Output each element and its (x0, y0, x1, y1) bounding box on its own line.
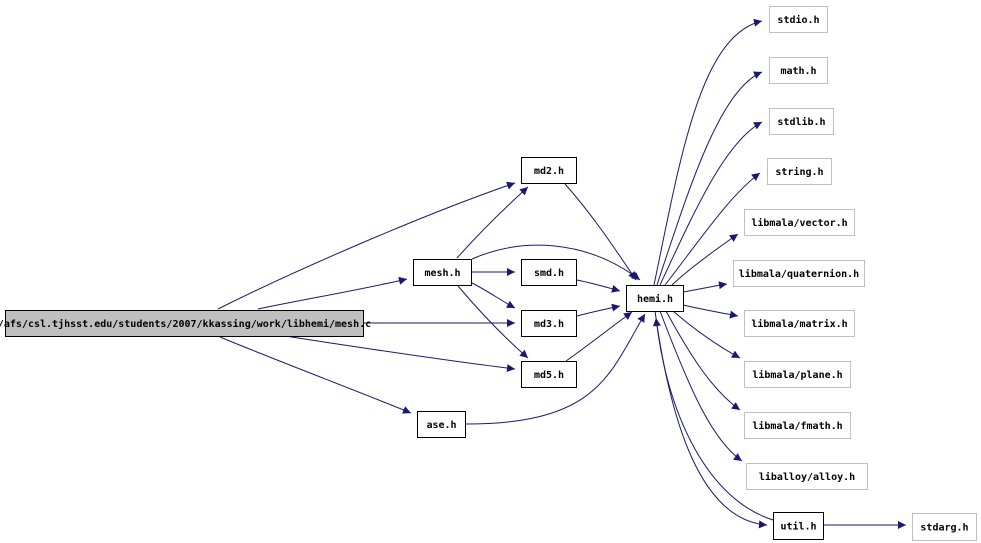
node-root[interactable]: /afs/csl.tjhsst.edu/students/2007/kkassi… (0, 310, 371, 337)
node-stdio: stdio.h (769, 6, 828, 33)
edge-hemi-to-plane (672, 310, 741, 359)
node-label-hemi: hemi.h (637, 293, 673, 305)
node-stdarg: stdarg.h (912, 513, 977, 541)
edge-mesh-to-hemi (471, 244, 641, 281)
edge-md2-to-hemi (564, 183, 637, 281)
node-label-matrix: libmala/matrix.h (751, 318, 847, 330)
node-label-root: /afs/csl.tjhsst.edu/students/2007/kkassi… (0, 318, 371, 330)
edge-smd-to-hemi (576, 279, 621, 293)
node-box-stdio (769, 6, 828, 33)
node-md3[interactable]: md3.h (521, 310, 577, 337)
node-mesh[interactable]: mesh.h (413, 259, 472, 286)
node-box-quaternion (733, 260, 865, 287)
node-alloy: liballoy/alloy.h (746, 463, 868, 490)
edge-mesh-to-md5 (457, 285, 529, 359)
edge-root-to-mesh (257, 276, 408, 310)
edge-hemi-to-stdlib (659, 121, 763, 286)
node-box-ase (417, 411, 466, 438)
node-box-md3 (521, 310, 577, 337)
edge-util-to-hemi (652, 317, 774, 521)
node-label-md2: md2.h (534, 166, 564, 177)
node-box-stdarg (912, 513, 977, 541)
edge-hemi-to-stdio (653, 18, 763, 286)
node-fmath: libmala/fmath.h (744, 412, 851, 439)
node-box-md5 (521, 361, 577, 388)
node-box-plane (744, 361, 851, 388)
edge-root-to-ase (219, 336, 412, 414)
node-label-math: math.h (780, 66, 816, 77)
edge-root-to-md2 (217, 181, 516, 310)
edge-hemi-to-fmath (665, 310, 741, 411)
node-util[interactable]: util.h (773, 512, 824, 540)
node-label-vector: libmala/vector.h (751, 217, 847, 229)
node-math: math.h (769, 57, 828, 84)
edge-hemi-to-string (664, 172, 761, 286)
edge-md5-to-hemi (565, 311, 633, 362)
node-stdlib: stdlib.h (769, 108, 834, 135)
node-label-md3: md3.h (534, 319, 564, 330)
node-label-mesh: mesh.h (424, 268, 460, 279)
node-label-string: string.h (775, 166, 823, 178)
node-md2[interactable]: md2.h (521, 157, 577, 184)
node-box-mesh (413, 259, 472, 286)
node-vector: libmala/vector.h (744, 209, 855, 236)
node-box-root (5, 310, 364, 337)
node-matrix: libmala/matrix.h (744, 310, 855, 337)
edge-mesh-to-md3 (471, 282, 516, 309)
node-md5[interactable]: md5.h (521, 361, 577, 388)
node-string: string.h (767, 158, 832, 185)
node-quaternion: libmala/quaternion.h (733, 260, 865, 287)
edge-hemi-to-matrix (682, 304, 739, 319)
node-label-md5: md5.h (534, 370, 564, 381)
nodes-layer: /afs/csl.tjhsst.edu/students/2007/kkassi… (0, 6, 977, 541)
edge-md3-to-hemi (576, 303, 621, 317)
edge-mesh-to-md2 (456, 186, 529, 259)
node-label-stdio: stdio.h (777, 14, 819, 26)
node-label-smd: smd.h (534, 268, 564, 279)
edge-ase-to-hemi (465, 313, 646, 425)
node-hemi[interactable]: hemi.h (626, 285, 684, 312)
node-box-stdlib (769, 108, 834, 135)
node-smd[interactable]: smd.h (521, 259, 577, 286)
node-label-stdlib: stdlib.h (777, 116, 825, 128)
edge-hemi-to-math (656, 71, 763, 286)
node-box-alloy (746, 463, 868, 490)
node-label-ase: ase.h (426, 420, 456, 431)
node-box-math (769, 57, 828, 84)
edges-layer (217, 18, 906, 529)
node-label-quaternion: libmala/quaternion.h (739, 268, 859, 280)
node-label-util: util.h (780, 521, 816, 533)
node-label-alloy: liballoy/alloy.h (759, 471, 855, 483)
node-box-fmath (744, 412, 851, 439)
node-ase[interactable]: ase.h (417, 411, 466, 438)
node-box-smd (521, 259, 577, 286)
node-box-matrix (744, 310, 855, 337)
node-box-vector (744, 209, 855, 236)
node-label-fmath: libmala/fmath.h (752, 420, 842, 432)
edge-hemi-to-vector (671, 233, 739, 286)
node-box-util (773, 512, 824, 540)
node-box-md2 (521, 157, 577, 184)
node-label-stdarg: stdarg.h (920, 523, 968, 534)
node-label-plane: libmala/plane.h (752, 369, 842, 381)
edge-root-to-md5 (284, 335, 516, 373)
node-box-string (767, 158, 832, 185)
edge-hemi-to-quaternion (682, 281, 728, 293)
node-box-hemi (626, 285, 684, 312)
node-plane: libmala/plane.h (744, 361, 851, 388)
edge-hemi-to-alloy (659, 310, 743, 462)
